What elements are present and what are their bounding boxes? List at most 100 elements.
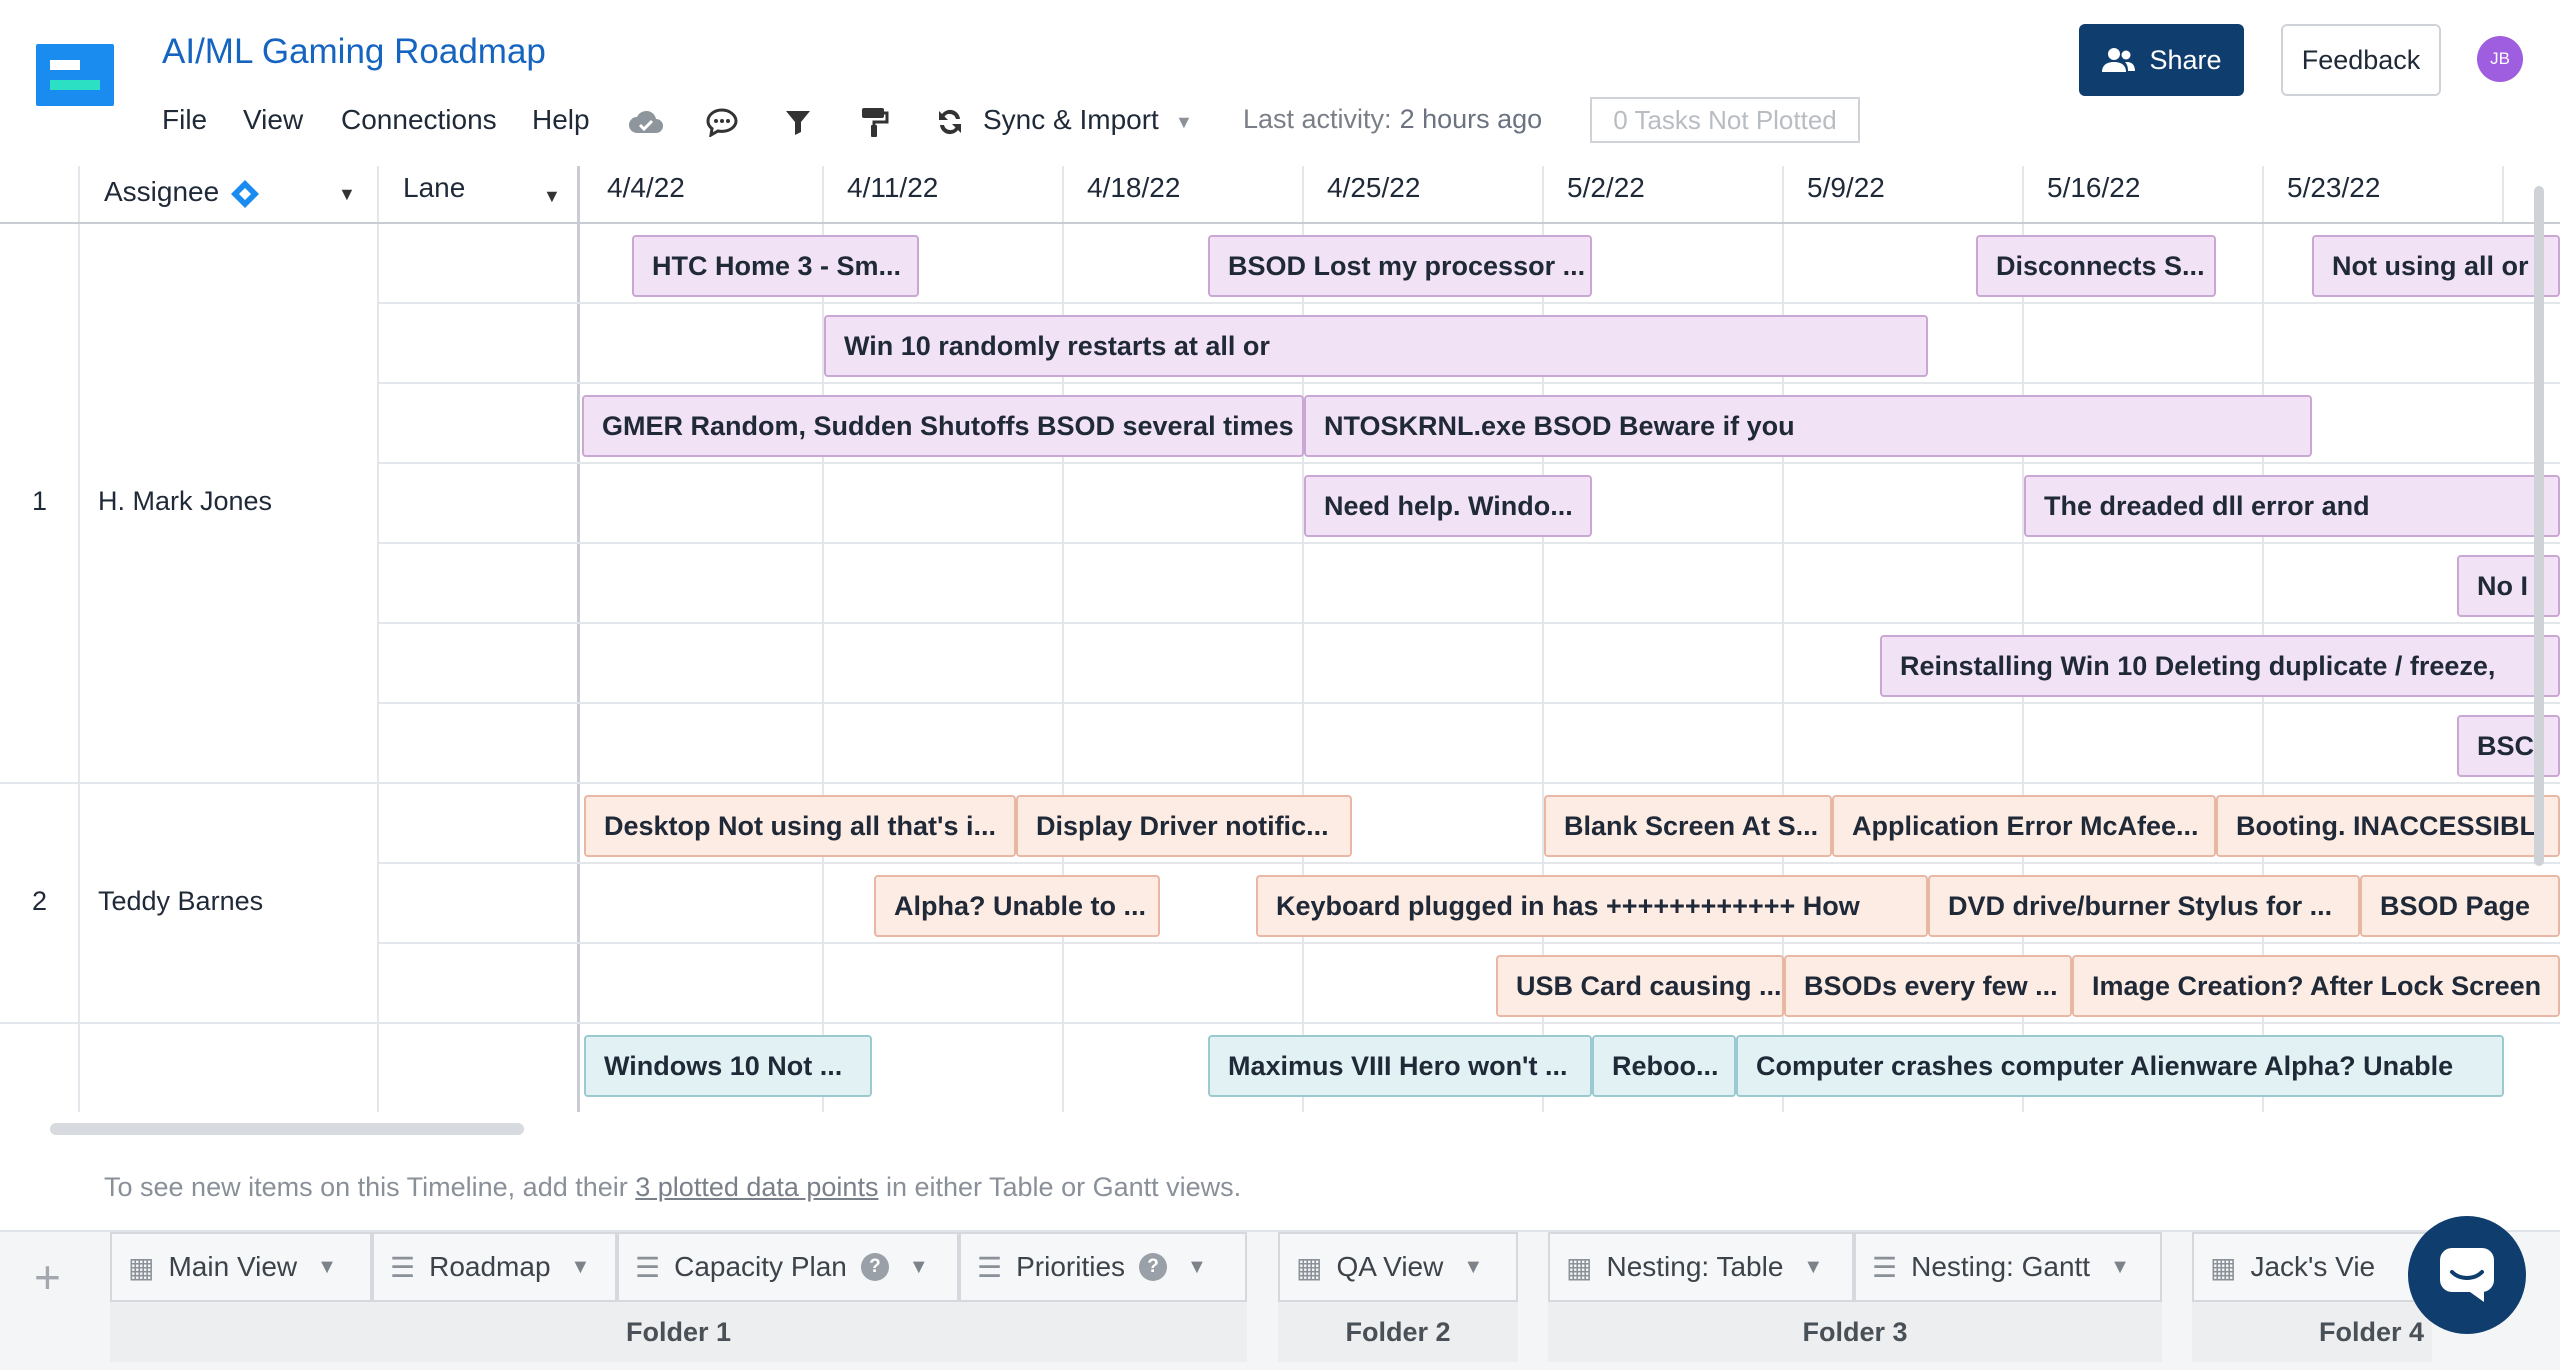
app-logo[interactable] <box>36 44 114 106</box>
feedback-button[interactable]: Feedback <box>2281 24 2441 96</box>
tab-capacity-plan[interactable]: ☰Capacity Plan?▼ <box>617 1232 959 1302</box>
task-bar[interactable]: USB Card causing ... <box>1496 955 1784 1017</box>
filter-icon[interactable] <box>778 104 818 140</box>
tab-priorities[interactable]: ☰Priorities?▼ <box>959 1232 1247 1302</box>
task-bar[interactable]: Desktop Not using all that's i... <box>584 795 1016 857</box>
date-header: 4/11/22 <box>847 172 939 203</box>
task-bar[interactable]: GMER Random, Sudden Shutoffs BSOD severa… <box>582 395 1304 457</box>
assignee-name[interactable]: Teddy Barnes <box>98 886 264 916</box>
task-bar[interactable]: Computer crashes computer Alienware Alph… <box>1736 1035 2504 1097</box>
tasks-not-plotted-button[interactable]: 0 Tasks Not Plotted <box>1590 97 1860 143</box>
lane-dropdown-icon[interactable]: ▼ <box>543 186 561 206</box>
sync-icon[interactable] <box>930 104 970 140</box>
chevron-down-icon[interactable]: ▼ <box>1463 1255 1484 1278</box>
task-bar[interactable]: Keyboard plugged in has ++++++++++++ How <box>1256 875 1928 937</box>
folder-label[interactable]: Folder 4 <box>2192 1302 2432 1362</box>
task-bar[interactable]: DVD drive/burner Stylus for ... <box>1928 875 2360 937</box>
task-bar[interactable]: NTOSKRNL.exe BSOD Beware if you <box>1304 395 2312 457</box>
date-header: 5/9/22 <box>1807 172 1885 203</box>
task-bar[interactable]: Image Creation? After Lock Screen <box>2072 955 2560 1017</box>
sync-dropdown-icon[interactable]: ▼ <box>1175 112 1193 132</box>
lane-column-header[interactable]: Lane <box>403 172 466 203</box>
sync-import-label[interactable]: Sync & Import <box>983 104 1159 135</box>
tab-nesting-table[interactable]: ▦Nesting: Table▼ <box>1548 1232 1854 1302</box>
date-header: 5/16/22 <box>2047 172 2141 203</box>
menu-view[interactable]: View <box>243 104 304 135</box>
chevron-down-icon[interactable]: ▼ <box>570 1255 591 1278</box>
date-header: 4/4/22 <box>607 172 685 203</box>
users-icon <box>2102 48 2136 72</box>
vertical-scrollbar[interactable] <box>2534 186 2544 866</box>
task-bar[interactable]: Display Driver notific... <box>1016 795 1352 857</box>
group-number: 2 <box>32 886 48 916</box>
jira-diamond-icon <box>231 180 259 208</box>
task-bar[interactable]: Disconnects S... <box>1976 235 2216 297</box>
task-bar[interactable]: HTC Home 3 - Sm... <box>632 235 919 297</box>
chat-widget-button[interactable] <box>2408 1216 2526 1334</box>
task-bar[interactable]: BSODs every few ... <box>1784 955 2072 1017</box>
table-icon: ▦ <box>128 1251 155 1283</box>
assignee-dropdown-icon[interactable]: ▼ <box>338 184 356 204</box>
chevron-down-icon[interactable]: ▼ <box>317 1255 337 1278</box>
task-bar[interactable]: Reinstalling Win 10 Deleting duplicate /… <box>1880 635 2560 697</box>
task-bar[interactable]: Reboo... <box>1592 1035 1736 1097</box>
chevron-down-icon[interactable]: ▼ <box>908 1255 929 1278</box>
task-bar[interactable]: Maximus VIII Hero won't ... <box>1208 1035 1592 1097</box>
help-icon[interactable]: ? <box>1139 1253 1168 1281</box>
chevron-down-icon[interactable]: ▼ <box>1187 1255 1207 1278</box>
folder-label[interactable]: Folder 2 <box>1278 1302 1518 1362</box>
menu-help[interactable]: Help <box>532 104 590 135</box>
tab-main-view[interactable]: ▦Main View▼ <box>110 1232 372 1302</box>
priorities-icon: ☰ <box>977 1251 1003 1283</box>
task-bar[interactable]: BSC <box>2457 715 2560 777</box>
folder-label[interactable]: Folder 3 <box>1548 1302 2162 1362</box>
task-bar[interactable]: BSOD Page <box>2360 875 2560 937</box>
date-header: 4/18/22 <box>1087 172 1181 203</box>
task-bar[interactable]: BSOD Lost my processor ... <box>1208 235 1592 297</box>
assignee-name[interactable]: H. Mark Jones <box>98 486 273 516</box>
table-icon: ▦ <box>1296 1251 1323 1283</box>
cloud-icon[interactable] <box>626 104 666 140</box>
share-button[interactable]: Share <box>2079 24 2244 96</box>
menu-connections[interactable]: Connections <box>341 104 497 135</box>
task-bar[interactable]: The dreaded dll error and <box>2024 475 2560 537</box>
table-icon: ▦ <box>2210 1251 2237 1283</box>
comment-icon[interactable] <box>702 104 742 140</box>
timeline-grid: Assignee ▼ Lane ▼ 4/4/22 4/11/22 4/18/22… <box>0 166 2560 1112</box>
date-header: 5/2/22 <box>1567 172 1645 203</box>
task-bar[interactable]: Application Error McAfee... <box>1832 795 2216 857</box>
paint-format-icon[interactable] <box>854 104 894 140</box>
last-activity: Last activity:2 hours ago <box>1243 104 1543 134</box>
task-bar[interactable]: Need help. Windo... <box>1304 475 1592 537</box>
tab-qa-view[interactable]: ▦QA View▼ <box>1278 1232 1518 1302</box>
tab-roadmap[interactable]: ☰Roadmap▼ <box>372 1232 617 1302</box>
task-bar[interactable]: Windows 10 Not ... <box>584 1035 872 1097</box>
timeline-hint: To see new items on this Timeline, add t… <box>104 1172 1242 1202</box>
tab-jacks-view[interactable]: ▦Jack's Vie <box>2192 1232 2432 1302</box>
date-header: 5/23/22 <box>2287 172 2381 203</box>
task-bar[interactable]: Booting. INACCESSIBL <box>2216 795 2560 857</box>
avatar[interactable]: JB <box>2477 36 2523 82</box>
folder-label[interactable]: Folder 1 <box>110 1302 1247 1362</box>
tab-nesting-gantt[interactable]: ☰Nesting: Gantt▼ <box>1854 1232 2162 1302</box>
timeline-icon: ☰ <box>390 1251 416 1283</box>
date-header: 4/25/22 <box>1327 172 1421 203</box>
task-bar[interactable]: No I <box>2457 555 2560 617</box>
chevron-down-icon[interactable]: ▼ <box>2110 1255 2130 1278</box>
task-bar[interactable]: Alpha? Unable to ... <box>874 875 1160 937</box>
plotted-data-points-link[interactable]: 3 plotted data points <box>635 1172 879 1202</box>
assignee-column-header[interactable]: Assignee <box>104 176 220 207</box>
gantt-icon: ☰ <box>1872 1251 1898 1283</box>
page-title[interactable]: AI/ML Gaming Roadmap <box>162 32 546 71</box>
task-bar[interactable]: Not using all or <box>2312 235 2560 297</box>
horizontal-scrollbar[interactable] <box>50 1123 524 1135</box>
task-bar[interactable]: Win 10 randomly restarts at all or <box>824 315 1928 377</box>
add-view-icon[interactable]: + <box>34 1251 61 1303</box>
capacity-icon: ☰ <box>635 1251 661 1283</box>
group-number: 1 <box>32 486 48 516</box>
help-icon[interactable]: ? <box>860 1253 889 1281</box>
task-bar[interactable]: Blank Screen At S... <box>1544 795 1832 857</box>
table-icon: ▦ <box>1566 1251 1593 1283</box>
chevron-down-icon[interactable]: ▼ <box>1803 1255 1824 1278</box>
menu-file[interactable]: File <box>162 104 208 135</box>
